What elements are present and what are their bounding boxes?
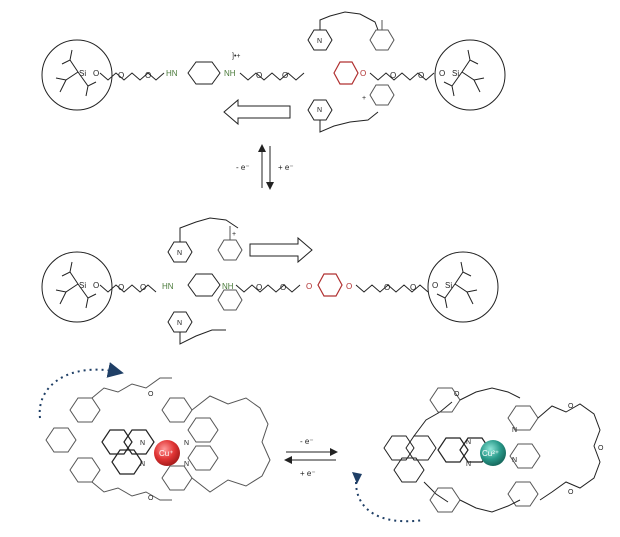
top-oxy-6: O xyxy=(418,71,424,80)
mid-cyclophane xyxy=(167,217,239,345)
top-hydroquinone-ring xyxy=(333,61,359,85)
left-macrocycle-grey xyxy=(161,395,271,493)
left-copper-complex: Cu⁺ N N N N O O xyxy=(38,362,271,502)
mid-ring-n-bottom: N xyxy=(177,320,182,327)
mid-oxy-2: O xyxy=(140,283,146,292)
top-oxy-2: O xyxy=(145,71,151,80)
top-ring-plus: + xyxy=(362,95,366,102)
right-copper-complex: Cu²⁺ N N N N O O O O xyxy=(352,387,604,523)
top-amine-left: HN xyxy=(166,69,178,78)
mid-right-stopper-si: Si xyxy=(445,281,452,290)
right-stopper-circle xyxy=(434,39,506,111)
left-o-2: O xyxy=(148,495,154,502)
left-stopper-si: Si xyxy=(79,69,86,78)
mid-oxy-4: O xyxy=(280,283,286,292)
mid-left-stopper-si: Si xyxy=(79,281,86,290)
left-n-4: N xyxy=(184,461,189,468)
mid-right-stopper-o: O xyxy=(432,281,438,290)
right-crown-chain xyxy=(459,387,601,513)
top-charge: ]•+ xyxy=(232,53,240,60)
top-open-arrow xyxy=(223,98,291,126)
mid-oxy-6: O xyxy=(410,283,416,292)
left-o-1: O xyxy=(148,391,154,398)
top-oxy-4: O xyxy=(282,71,288,80)
right-dotted-rotation-arrow xyxy=(355,481,425,523)
mid-red-oxygen-right: O xyxy=(346,282,352,291)
redox-equilibrium-arrows: - e⁻ + e⁻ xyxy=(236,144,294,190)
top-benzidine-ring xyxy=(187,61,221,85)
top-oxy-5: O xyxy=(390,71,396,80)
mid-oxy-1: O xyxy=(118,283,124,292)
right-o-2: O xyxy=(568,403,574,410)
redox-label-reduction: + e⁻ xyxy=(278,163,294,172)
right-stopper-si: Si xyxy=(452,69,459,78)
left-copper-label: Cu⁺ xyxy=(159,449,173,458)
left-n-1: N xyxy=(140,440,145,447)
right-o-3: O xyxy=(598,445,604,452)
left-phen-ligand xyxy=(101,429,155,475)
mid-hydroquinone-ring xyxy=(317,273,343,297)
left-n-2: N xyxy=(140,461,145,468)
mid-open-arrow xyxy=(249,236,313,264)
mid-ring-plus: + xyxy=(232,231,236,238)
mid-axle-chain-left xyxy=(99,284,157,293)
mid-amine-left: HN xyxy=(162,282,174,291)
top-axle-chain-mid xyxy=(239,72,305,81)
left-stopper-circle xyxy=(41,39,113,111)
left-n-3: N xyxy=(184,440,189,447)
right-copper-sphere xyxy=(480,440,506,466)
top-ring-n-bottom: N xyxy=(317,107,322,114)
mid-oxy-3: O xyxy=(256,283,262,292)
copper-equilibrium-arrows: - e⁻ + e⁻ xyxy=(284,437,338,478)
mid-axle-chain-mid xyxy=(235,284,301,293)
copper-label-reduction: + e⁻ xyxy=(300,469,316,478)
mid-oxy-5: O xyxy=(384,283,390,292)
top-oxy-3: O xyxy=(256,71,262,80)
right-n-4: N xyxy=(512,457,517,464)
top-rotaxane: Si O O O HN NH ]•+ O O N N + O xyxy=(41,11,506,133)
mid-ring-n-top: N xyxy=(177,250,182,257)
top-oxy-1: O xyxy=(118,71,124,80)
mid-left-stopper-tips-group xyxy=(55,261,97,309)
mid-benzidine-ring xyxy=(187,273,221,297)
right-n-1: N xyxy=(466,439,471,446)
top-ring-n-top: N xyxy=(317,38,322,45)
copper-label-oxidation: - e⁻ xyxy=(300,437,314,446)
top-cyclophane-back xyxy=(369,20,395,106)
right-n-2: N xyxy=(466,461,471,468)
top-axle-chain-right xyxy=(369,72,435,81)
mid-red-oxygen-left: O xyxy=(306,282,312,291)
right-copper-label: Cu²⁺ xyxy=(482,449,499,458)
right-n-3: N xyxy=(512,427,517,434)
middle-rotaxane: Si O O O N N + HN NH O O O O O O xyxy=(41,217,499,345)
right-dotted-arrow-head xyxy=(352,472,362,484)
top-axle-chain-left xyxy=(99,72,165,81)
left-stopper-o: O xyxy=(93,69,99,78)
mid-right-stopper-tips-group xyxy=(436,261,478,309)
right-phen-ligand-outer xyxy=(383,401,453,503)
right-stopper-tips-group xyxy=(443,49,485,97)
mid-left-stopper-o: O xyxy=(93,281,99,290)
right-o-4: O xyxy=(568,489,574,496)
left-dotted-rotation-arrow xyxy=(38,362,124,419)
right-stopper-o: O xyxy=(439,69,445,78)
mid-axle-chain-right xyxy=(355,284,429,293)
left-copper-sphere xyxy=(154,440,180,466)
mid-right-stopper-circle xyxy=(427,251,499,323)
left-stopper-tips-group xyxy=(55,49,97,97)
top-cyclophane xyxy=(307,11,379,133)
top-amine-right: NH xyxy=(224,69,236,78)
right-o-1: O xyxy=(454,391,460,398)
top-red-oxygen: O xyxy=(360,69,366,78)
mid-amine-right: NH xyxy=(222,282,234,291)
mid-cyclophane-back xyxy=(217,226,243,311)
left-ligand-grey xyxy=(45,377,172,501)
mid-left-stopper-circle xyxy=(41,251,113,323)
redox-label-oxidation: - e⁻ xyxy=(236,163,250,172)
